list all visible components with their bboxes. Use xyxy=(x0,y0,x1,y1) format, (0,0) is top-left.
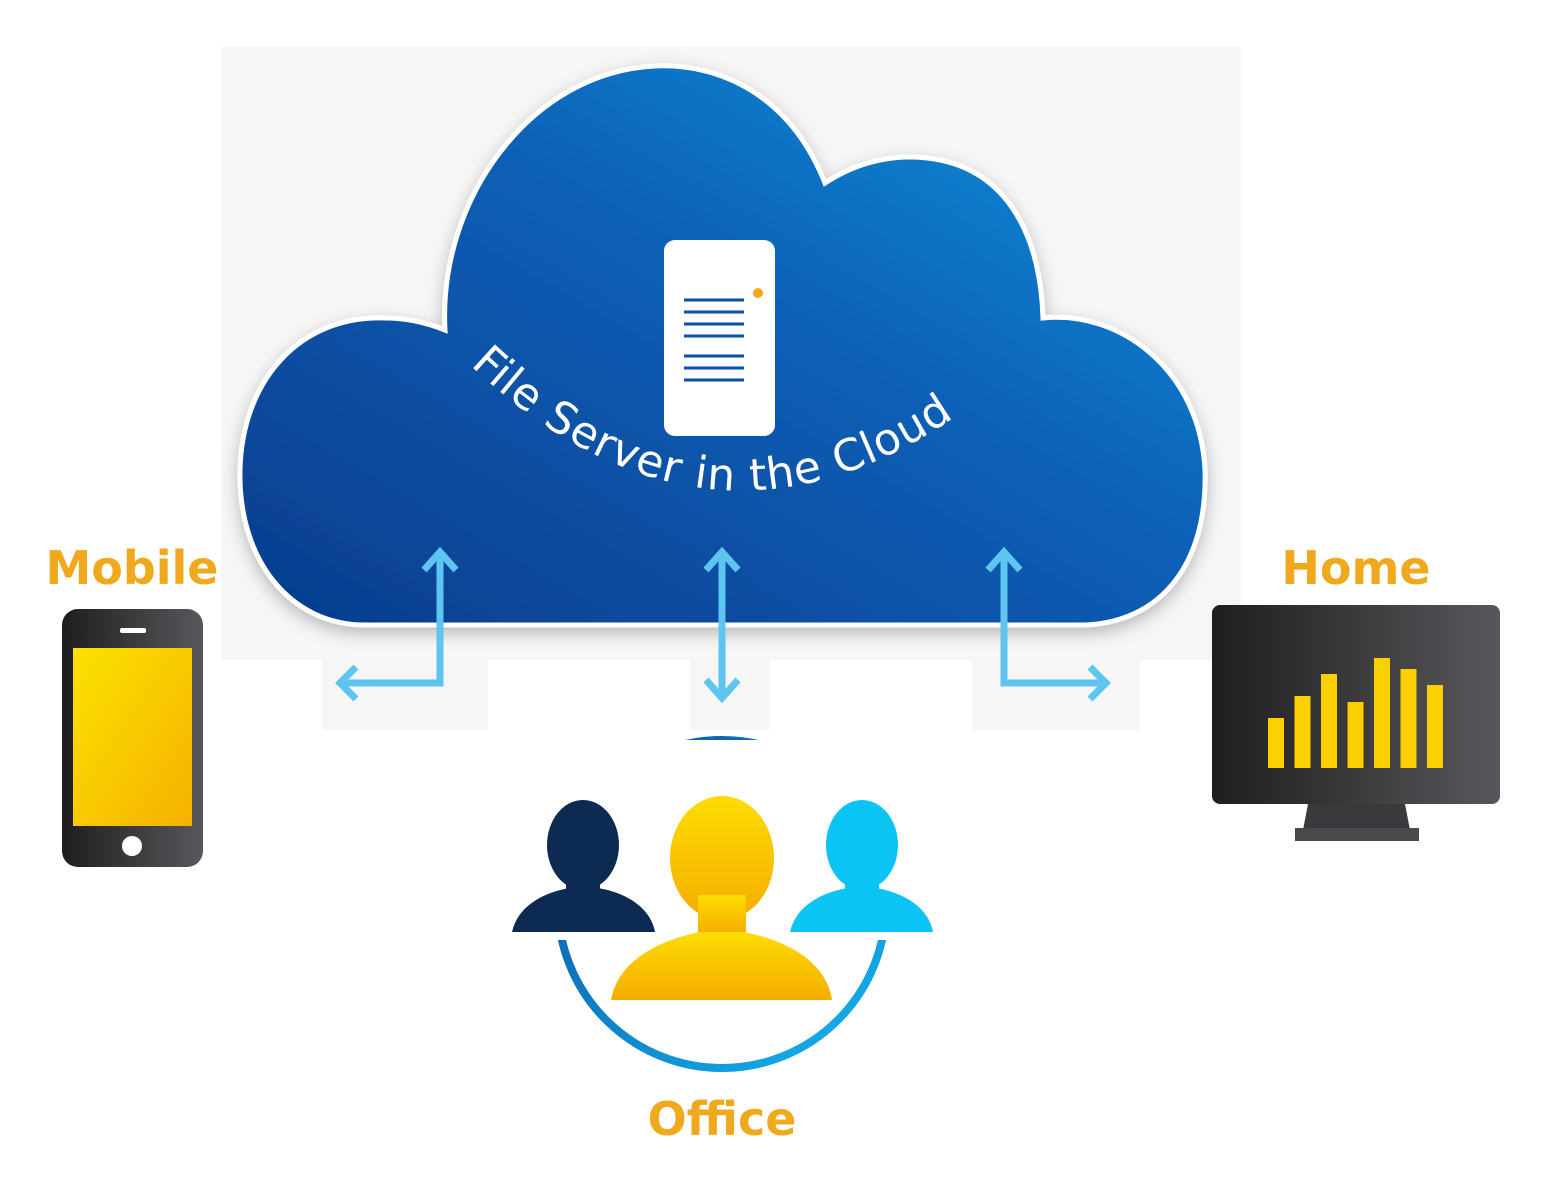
arrow-cloud-office xyxy=(703,546,741,704)
screen-bar xyxy=(1374,658,1390,768)
arrow-backdrop-right xyxy=(972,620,1140,730)
screen-bar xyxy=(1400,669,1417,768)
bidirectional-arrow-icon xyxy=(335,546,1111,704)
home-label: Home xyxy=(1281,541,1430,595)
person-navy xyxy=(512,800,655,932)
screen-bar xyxy=(1347,702,1364,768)
screen-bar-chart xyxy=(1268,658,1443,768)
smartphone-icon xyxy=(62,609,203,867)
screen-bar xyxy=(1427,685,1443,768)
mobile-label: Mobile xyxy=(45,541,218,595)
screen-bar xyxy=(1321,674,1337,768)
office-label: Office xyxy=(648,1092,797,1146)
person-yellow xyxy=(611,796,832,1000)
screen-bar xyxy=(1294,696,1311,768)
person-cyan xyxy=(790,800,933,932)
arrow-cloud-mobile xyxy=(335,546,459,702)
screen-bar xyxy=(1268,718,1284,768)
monitor-icon xyxy=(1212,605,1500,841)
arrow-backdrop-center xyxy=(690,620,770,730)
people-group-icon xyxy=(505,736,940,1072)
arrow-cloud-home xyxy=(985,546,1111,702)
server-icon xyxy=(664,240,775,436)
